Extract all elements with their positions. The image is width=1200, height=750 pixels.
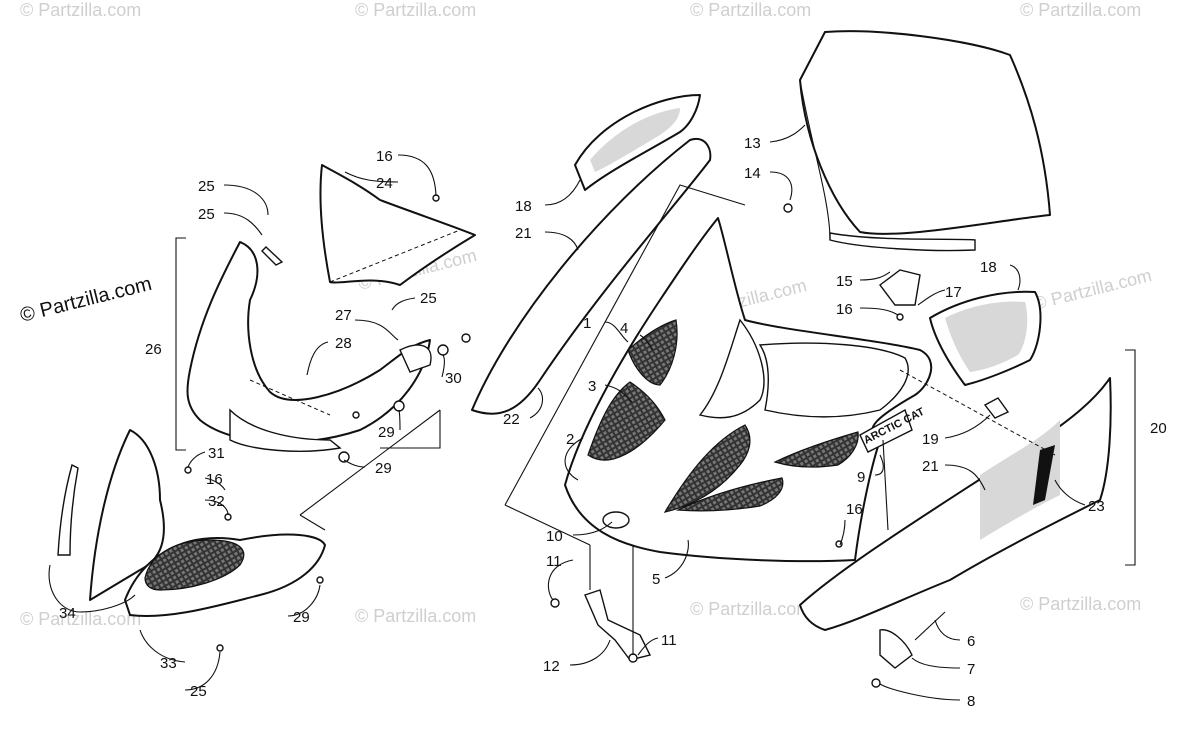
callout-28: 27: [335, 307, 352, 324]
callout-20: 20: [1150, 420, 1167, 437]
callout-16: 16: [846, 501, 863, 518]
callout-4: 4: [620, 320, 628, 337]
left-side-rail: [471, 94, 712, 415]
callout-9: 9: [857, 469, 865, 486]
watermark: © Partzilla.com: [20, 609, 141, 629]
watermark: © Partzilla.com: [20, 0, 141, 20]
callout-35: 34: [59, 605, 76, 622]
callout-25: 25: [420, 290, 437, 307]
callout-29: 28: [335, 335, 352, 352]
callout-11: 11: [661, 632, 677, 649]
callout-18: 18: [980, 259, 997, 276]
callout-5: 5: [652, 571, 660, 588]
watermark: © Partzilla.com: [355, 0, 476, 20]
callout-34: 33: [160, 655, 177, 672]
callout-17: 17: [945, 284, 962, 301]
callout-8: 8: [967, 693, 975, 710]
callout-11: 11: [546, 553, 562, 570]
callout-2: 2: [566, 431, 574, 448]
callout-31: 30: [445, 370, 462, 387]
callout-22: 22: [503, 411, 520, 428]
watermark: © Partzilla.com: [1031, 265, 1154, 314]
callout-leaders: [48, 124, 1086, 701]
callout-3: 3: [588, 378, 596, 395]
callout-21: 21: [922, 458, 939, 475]
callout-24: 24: [376, 175, 393, 192]
callout-18: 18: [515, 198, 532, 215]
watermark: © Partzilla.com: [1020, 594, 1141, 614]
watermark: © Partzilla.com: [690, 599, 811, 619]
callout-27: 26: [145, 341, 162, 358]
watermark: © Partzilla.com: [690, 0, 811, 20]
callout-16: 16: [836, 301, 853, 318]
callout-15: 15: [836, 273, 853, 290]
callout-16: 16: [206, 471, 223, 488]
leaders: [175, 184, 1136, 655]
lower-grill-panel: [57, 429, 326, 617]
callout-16: 16: [376, 148, 393, 165]
hardware: [184, 194, 1010, 688]
right-vent: [929, 290, 1042, 386]
callout-29: 29: [378, 424, 395, 441]
callouts: 1 2 3 4 5 6 7 8 9 10 11 11 12 13 14 15 1…: [59, 135, 1167, 710]
callout-30: 29: [375, 460, 392, 477]
callout-26: 25: [198, 206, 215, 223]
callout-12: 12: [543, 658, 560, 675]
windshield: [799, 30, 1051, 252]
callout-7: 7: [967, 661, 975, 678]
callout-19: 19: [922, 431, 939, 448]
watermark: © Partzilla.com: [355, 606, 476, 626]
brand-caption: © Partzilla.com: [18, 273, 154, 327]
callout-23: 23: [1088, 498, 1105, 515]
callout-1: 1: [583, 315, 591, 332]
callout-14: 14: [744, 165, 761, 182]
callout-32: 31: [208, 445, 225, 462]
callout-25: 25: [198, 178, 215, 195]
callout-25: 25: [190, 683, 207, 700]
callout-13: 13: [744, 135, 761, 152]
callout-33: 32: [208, 493, 225, 510]
left-panel-assembly: [186, 164, 476, 452]
callout-29: 29: [293, 609, 310, 626]
callout-21: 21: [515, 225, 532, 242]
callout-10: 10: [546, 528, 563, 545]
right-lower-panel: [799, 377, 1112, 631]
callout-6: 6: [967, 633, 975, 650]
watermark: © Partzilla.com: [1020, 0, 1141, 20]
